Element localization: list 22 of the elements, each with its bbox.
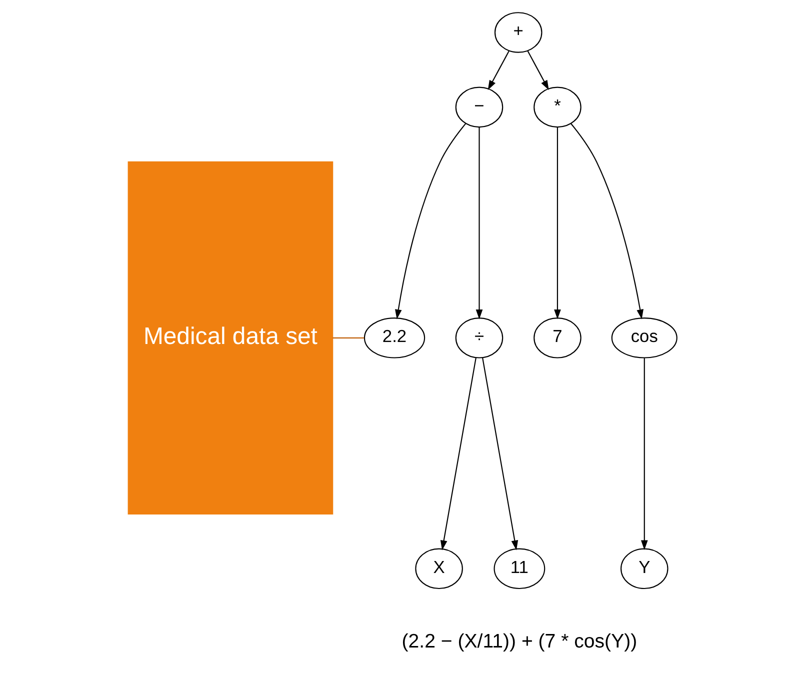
- node-ellipse: cos: [610, 318, 677, 358]
- node-ellipse: *: [533, 86, 581, 128]
- node-ellipse: 7: [533, 318, 581, 358]
- node-ellipse: −: [454, 86, 503, 128]
- connector: [332, 337, 364, 338]
- arrow: [482, 358, 518, 550]
- node-ellipse: ÷: [454, 318, 503, 358]
- arrow: [394, 123, 466, 320]
- arrow: [526, 50, 548, 90]
- node-ellipse: 11: [493, 548, 545, 590]
- arrow: [487, 50, 509, 90]
- node-ellipse: Y: [620, 548, 668, 590]
- node-ellipse: +: [494, 12, 542, 53]
- label: (2.2 − (X/11)) + (7 * cos(Y)): [401, 630, 637, 653]
- arrow: [475, 127, 482, 320]
- arrow: [440, 358, 476, 550]
- arrow: [554, 127, 560, 320]
- node-ellipse: X: [414, 548, 462, 590]
- node-ellipse: 2.2: [363, 318, 425, 358]
- arrow: [570, 123, 643, 320]
- node-box: Medical data set: [127, 161, 333, 514]
- arrow: [640, 358, 648, 550]
